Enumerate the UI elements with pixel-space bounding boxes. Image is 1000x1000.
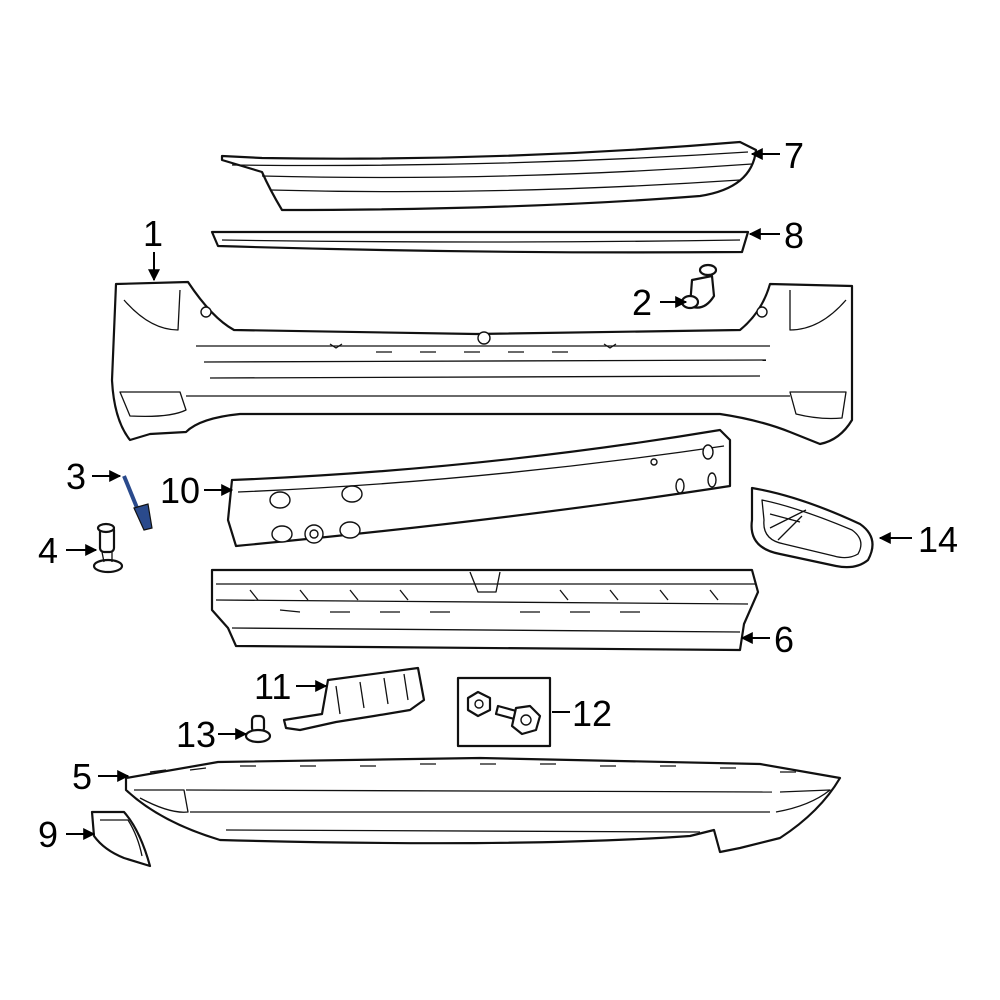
callout-9: 9 <box>38 814 58 855</box>
leader-arrows <box>66 148 912 840</box>
callout-4: 4 <box>38 530 58 571</box>
part-12-hardware-kit[interactable] <box>456 676 552 748</box>
callout-6: 6 <box>774 619 794 660</box>
callout-8: 8 <box>784 215 804 256</box>
callout-7: 7 <box>784 135 804 176</box>
part-3-rivet[interactable] <box>122 475 153 531</box>
callout-2: 2 <box>632 282 652 323</box>
callout-10: 10 <box>160 470 200 511</box>
part-11-bracket[interactable] <box>282 666 426 732</box>
callout-14: 14 <box>918 519 958 560</box>
part-5-lower-valance[interactable] <box>124 756 842 854</box>
part-2-push-pin[interactable] <box>680 263 718 310</box>
part-14-reflector-bezel[interactable] <box>750 486 874 569</box>
callout-5: 5 <box>72 756 92 797</box>
callout-labels: 1 2 3 4 5 6 7 8 9 10 11 12 13 14 <box>38 135 958 855</box>
callout-1: 1 <box>143 213 163 254</box>
callout-12: 12 <box>572 693 612 734</box>
callout-3: 3 <box>66 456 86 497</box>
part-7-step-pad[interactable] <box>220 140 758 212</box>
part-6-energy-absorber[interactable] <box>210 568 760 652</box>
part-1-bumper-fascia[interactable] <box>110 280 854 446</box>
callout-11: 11 <box>254 666 291 707</box>
part-4-push-retainer[interactable] <box>92 522 124 574</box>
part-13-clip[interactable] <box>244 714 272 744</box>
part-8-trim-strip[interactable] <box>210 230 750 254</box>
part-9-end-cap[interactable] <box>90 810 152 868</box>
callout-13: 13 <box>176 714 216 755</box>
part-10-reinforcement-bar[interactable] <box>226 428 732 548</box>
